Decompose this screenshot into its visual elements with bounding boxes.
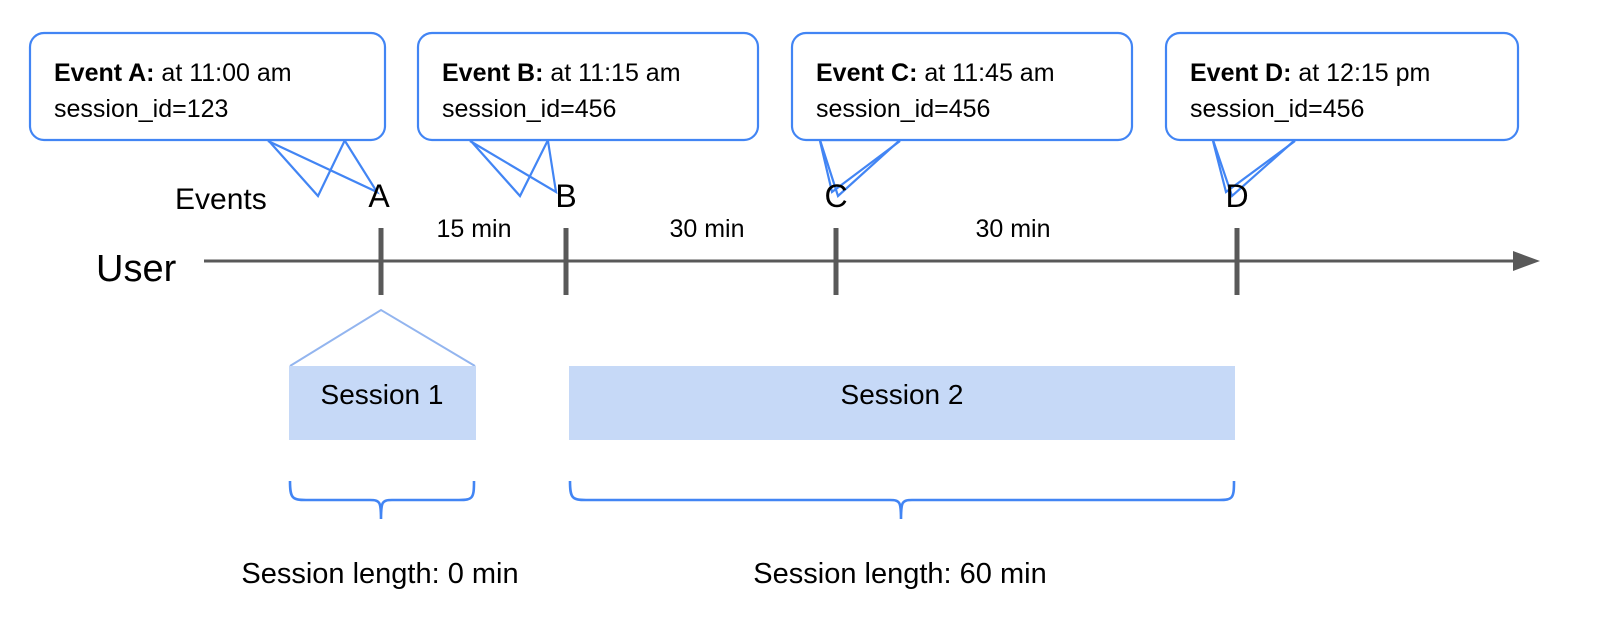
- event-tick-a: A: [368, 178, 390, 295]
- session-2-group: Session 2: [569, 366, 1235, 440]
- event-tick-d-letter: D: [1225, 178, 1248, 214]
- callout-a-time: at 11:00 am: [154, 59, 291, 87]
- session-1-group: Session 1: [289, 308, 476, 440]
- session-1-funnel: [289, 308, 476, 367]
- session-1-brace: [288, 480, 476, 520]
- callout-b-box: [416, 31, 760, 142]
- callout-event-a: Event A: at 11:00 am session_id=123: [28, 31, 387, 198]
- event-tick-d: D: [1225, 178, 1249, 295]
- timeline-arrow-icon: [1513, 251, 1540, 271]
- callout-c-box: [790, 31, 1134, 142]
- callout-a-tail: [265, 138, 347, 198]
- callout-c-strong: Event C:: [816, 59, 917, 87]
- callout-d-box: [1164, 31, 1520, 142]
- callout-a-line1: Event A: at 11:00 am: [54, 59, 292, 87]
- callout-a-leader: [267, 140, 380, 195]
- session-1-bar: [289, 366, 476, 440]
- callout-event-c: Event C: at 11:45 am session_id=456: [790, 31, 1134, 198]
- callout-b-strong: Event B:: [442, 59, 543, 87]
- session-2-label: Session 2: [841, 379, 964, 410]
- gap-label-a-b: 15 min: [436, 215, 511, 243]
- callout-b-time: at 11:15 am: [543, 59, 680, 87]
- callout-d-leader: [1211, 140, 1296, 194]
- session-1-length-label: Session length: 0 min: [241, 558, 518, 590]
- user-row-label: User: [96, 248, 177, 290]
- callout-c-line1: Event C: at 11:45 am: [816, 59, 1055, 87]
- callout-event-d: Event D: at 12:15 pm session_id=456: [1164, 31, 1520, 198]
- callout-a-box: [28, 31, 387, 142]
- timeline-axis: [204, 251, 1540, 271]
- callout-a-line2: session_id=123: [54, 95, 228, 123]
- session-2-bar: [569, 366, 1235, 440]
- callout-d-line1: Event D: at 12:15 pm: [1190, 59, 1430, 87]
- callout-b-leader: [469, 140, 558, 195]
- session-1-length-group: Session length: 0 min: [241, 480, 519, 590]
- event-tick-c-letter: C: [824, 178, 847, 214]
- gap-label-b-c: 30 min: [669, 215, 744, 243]
- callout-d-line2: session_id=456: [1190, 95, 1364, 123]
- callout-c-line2: session_id=456: [816, 95, 990, 123]
- callout-event-b: Event B: at 11:15 am session_id=456: [416, 31, 760, 198]
- gap-label-c-d: 30 min: [975, 215, 1050, 243]
- event-tick-b-letter: B: [555, 178, 576, 214]
- events-row-label: Events: [175, 183, 267, 216]
- event-tick-b: B: [555, 178, 577, 295]
- session-2-length-group: Session length: 60 min: [568, 480, 1236, 590]
- callout-b-line2: session_id=456: [442, 95, 616, 123]
- callout-b-line1: Event B: at 11:15 am: [442, 59, 681, 87]
- session-1-label: Session 1: [321, 379, 444, 410]
- callout-d-time: at 12:15 pm: [1291, 59, 1430, 87]
- callout-d-strong: Event D:: [1190, 59, 1291, 87]
- callout-c-time: at 11:45 am: [917, 59, 1054, 87]
- event-tick-c: C: [824, 178, 848, 295]
- callout-a-strong: Event A:: [54, 59, 154, 87]
- callout-c-leader: [818, 140, 901, 194]
- session-2-brace: [568, 480, 1236, 520]
- event-tick-a-letter: A: [368, 178, 390, 214]
- session-2-length-label: Session length: 60 min: [753, 558, 1046, 590]
